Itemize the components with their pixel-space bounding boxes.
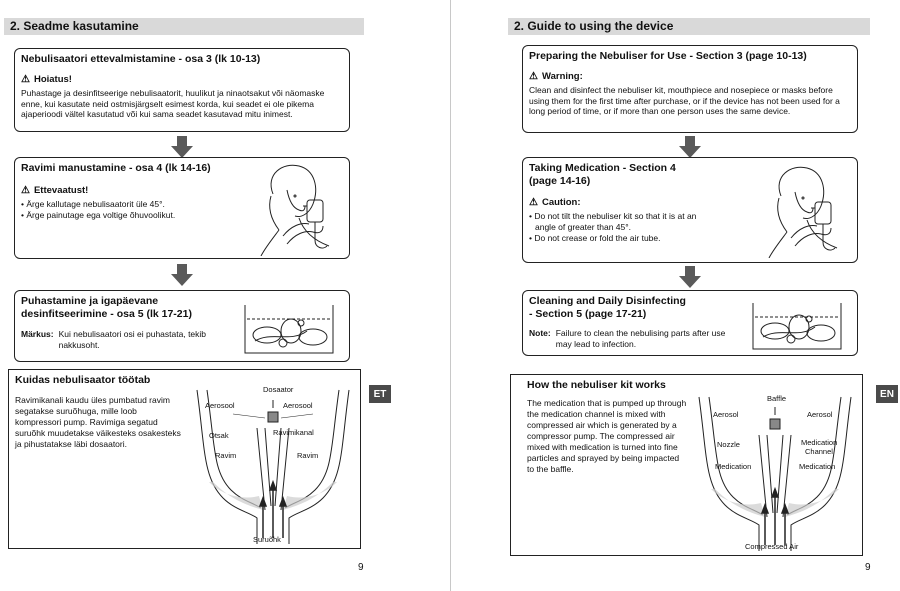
box-title: Cleaning and Daily Disinfecting — [529, 295, 686, 307]
caution-bullet: • Do not tilt the nebuliser kit so that … — [529, 211, 697, 221]
caution-heading: ⚠ Caution: — [529, 197, 581, 208]
medication-label: Ravim — [297, 451, 318, 460]
how-it-works-text: Ravimikanali kaudu üles pumbatud ravim s… — [15, 395, 181, 449]
caution-bullet: • Do not crease or fold the air tube. — [529, 233, 661, 243]
nebuliser-diagram: Baffle Aerosol Aerosol Nozzle Medication… — [698, 394, 852, 551]
medication-channel-label: Ravimikanal — [273, 428, 314, 437]
box-title: - Section 5 (page 17-21) — [529, 308, 647, 320]
box-title: Ravimi manustamine - osa 4 (lk 14-16) — [21, 162, 211, 174]
down-arrow-icon — [171, 136, 193, 158]
nozzle-label: Otsak — [209, 431, 229, 440]
down-arrow-icon — [679, 136, 701, 158]
aerosol-label: Aerosool — [283, 401, 313, 410]
warning-triangle-icon: ⚠ — [21, 74, 30, 85]
note-label: Note: — [529, 328, 551, 338]
medication-box: Taking Medication - Section 4 (page 14-1… — [522, 157, 858, 263]
box-title: Taking Medication - Section 4 — [529, 162, 676, 174]
warning-heading: ⚠ Hoiatus! — [21, 74, 72, 85]
aerosol-label: Aerosol — [807, 410, 833, 419]
medication-channel-label: Channel — [805, 447, 833, 456]
section-header: 2. Guide to using the device — [508, 18, 870, 35]
box-title: (page 14-16) — [529, 175, 591, 187]
note: Note: Failure to clean the nebulising pa… — [529, 328, 851, 350]
down-arrow-icon — [679, 266, 701, 288]
section-header: 2. Seadme kasutamine — [4, 18, 364, 35]
page-left-et: 2. Seadme kasutamine Nebulisaatori ettev… — [4, 18, 391, 573]
box-title: Nebulisaatori ettevalmistamine - osa 3 (… — [21, 53, 261, 65]
note-text: Kui nebulisaatori osi ei puhastata, teki… — [58, 329, 207, 350]
cleaning-basin-illustration — [752, 303, 842, 350]
warning-text: Puhastage ja desinfitseerige nebulisaato… — [21, 88, 325, 119]
cleaning-basin-illustration — [244, 305, 334, 354]
page-number: 9 — [865, 562, 871, 573]
baffle-label: Dosaator — [263, 385, 294, 394]
warning-triangle-icon: ⚠ — [529, 197, 538, 208]
person-inhaling-illustration — [768, 166, 838, 258]
note: Märkus: Kui nebulisaatori osi ei puhasta… — [21, 329, 343, 351]
aerosol-label: Aerosool — [205, 401, 235, 410]
nebuliser-diagram: Dosaator Aerosool Aerosool Otsak Ravimik… — [196, 385, 350, 544]
medication-channel-label: Medication — [801, 438, 837, 447]
compressed-air-label: Compressed Air — [745, 542, 799, 551]
caution-bullet: • Ärge kallutage nebulisaatorit üle 45°. — [21, 199, 165, 209]
box-title: Puhastamine ja igapäevane — [21, 295, 159, 307]
page-divider — [450, 0, 451, 591]
language-tag: EN — [876, 385, 898, 403]
box-title: Kuidas nebulisaator töötab — [15, 374, 151, 386]
warning-triangle-icon: ⚠ — [21, 185, 30, 196]
box-title: How the nebuliser kit works — [527, 379, 666, 391]
box-title: desinfitseerimine - osa 5 (lk 17-21) — [21, 308, 192, 320]
box-title: Preparing the Nebuliser for Use - Sectio… — [529, 50, 807, 62]
prepare-box: Nebulisaatori ettevalmistamine - osa 3 (… — [14, 48, 350, 132]
down-arrow-icon — [171, 264, 193, 286]
how-it-works-box: Kuidas nebulisaator töötab Ravimikanali … — [8, 369, 361, 549]
nozzle-label: Nozzle — [717, 440, 740, 449]
caution-heading: ⚠ Ettevaatust! — [21, 185, 89, 196]
language-tag: ET — [369, 385, 391, 403]
how-it-works-box: How the nebuliser kit works The medicati… — [510, 374, 863, 556]
note-text: Failure to clean the nebulising parts af… — [555, 328, 726, 349]
prepare-box: Preparing the Nebuliser for Use - Sectio… — [522, 45, 858, 133]
medication-label: Medication — [799, 462, 835, 471]
warning-triangle-icon: ⚠ — [529, 71, 538, 82]
cleaning-box: Cleaning and Daily Disinfecting - Sectio… — [522, 290, 858, 356]
page-number: 9 — [358, 562, 364, 573]
cleaning-box: Puhastamine ja igapäevane desinfitseerim… — [14, 290, 350, 362]
compressed-air-label: Suruõhk — [253, 535, 281, 544]
page-right-en: 2. Guide to using the device Preparing t… — [450, 0, 900, 591]
caution-bullet: • Ärge painutage ega voltige õhuvoolikut… — [21, 210, 176, 220]
baffle-label: Baffle — [767, 394, 786, 403]
medication-label: Medication — [715, 462, 751, 471]
aerosol-label: Aerosol — [713, 410, 739, 419]
how-it-works-text: The medication that is pumped up through… — [527, 398, 687, 474]
warning-heading: ⚠ Warning: — [529, 71, 583, 82]
medication-label: Ravim — [215, 451, 236, 460]
warning-text: Clean and disinfect the nebuliser kit, m… — [529, 85, 840, 116]
note-label: Märkus: — [21, 329, 54, 339]
caution-bullet: angle of greater than 45°. — [535, 222, 632, 232]
person-inhaling-illustration — [260, 164, 330, 256]
medication-box: Ravimi manustamine - osa 4 (lk 14-16) ⚠ … — [14, 157, 350, 259]
